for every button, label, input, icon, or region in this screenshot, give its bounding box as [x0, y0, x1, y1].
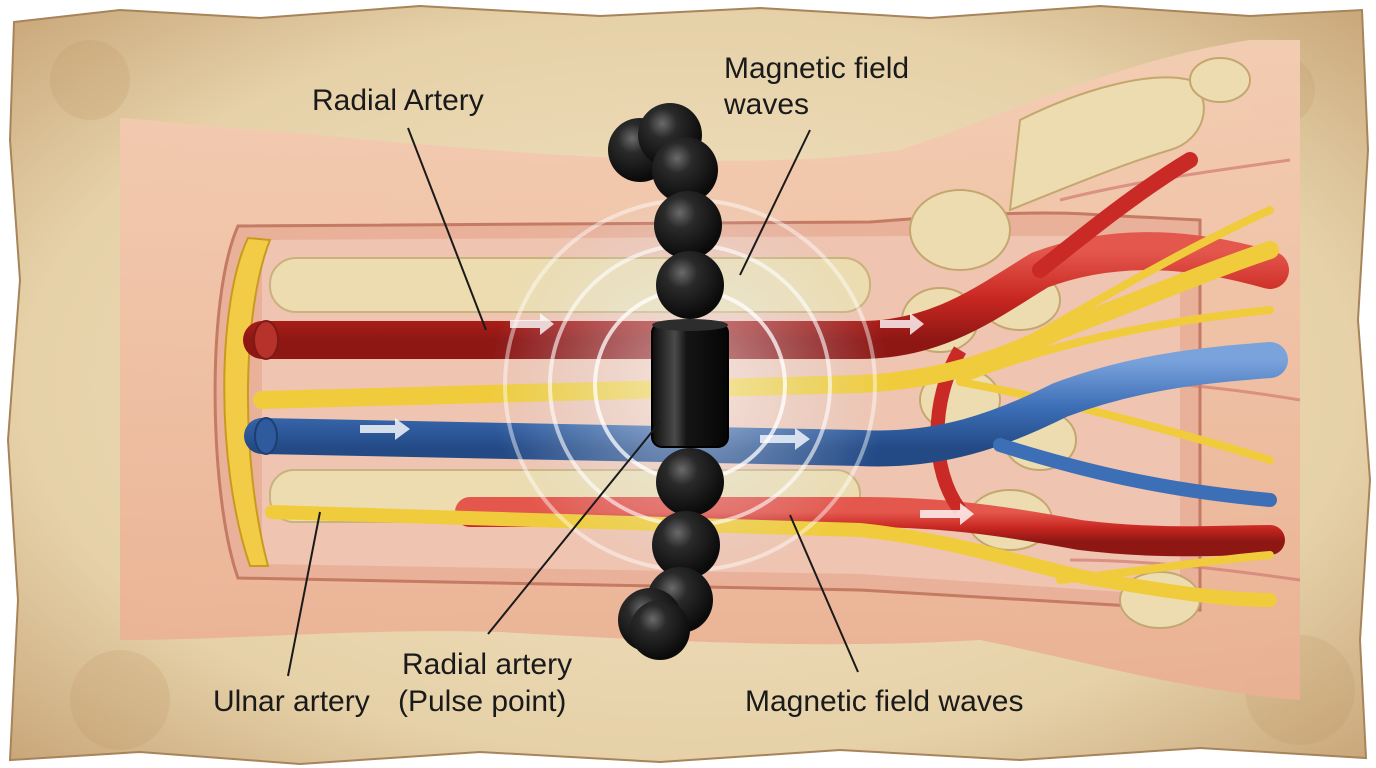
bead	[656, 251, 724, 319]
label-radial-pulse-line1: Radial artery	[402, 648, 572, 681]
label-magnetic-field-top-line1: Magnetic field	[724, 52, 909, 85]
magnet-tube	[651, 322, 729, 448]
ulnar-artery-vessel	[455, 497, 1285, 557]
bead	[652, 137, 718, 203]
label-magnetic-field-bottom: Magnetic field waves	[745, 685, 1023, 718]
ulnar-nerve	[265, 505, 1277, 607]
leader-ulnar-artery	[287, 511, 321, 677]
fat-tissue	[223, 236, 272, 567]
label-radial-artery: Radial Artery	[312, 84, 484, 117]
label-radial-pulse-line2: (Pulse point)	[398, 685, 566, 718]
leader-magnetic-top	[739, 129, 811, 276]
vein-vessel	[244, 342, 1288, 467]
nerve-branches	[956, 206, 1274, 584]
label-ulnar-artery: Ulnar artery	[213, 685, 370, 718]
vein-branch	[993, 438, 1277, 507]
leader-magnetic-bottom	[789, 514, 859, 673]
vein-lumen	[254, 417, 278, 455]
label-magnetic-field-top-line2: waves	[723, 88, 809, 121]
leader-radial-pulse	[487, 421, 661, 635]
radial-artery-branch	[1032, 152, 1198, 278]
radial-artery-lumen	[253, 320, 279, 360]
leader-radial-artery	[407, 127, 487, 331]
median-nerve	[253, 241, 1279, 409]
bead	[656, 448, 724, 516]
bead	[652, 511, 720, 579]
bead	[654, 191, 722, 259]
magnetic-bracelet	[608, 103, 729, 660]
leader-lines	[287, 127, 859, 677]
bead	[630, 600, 690, 660]
